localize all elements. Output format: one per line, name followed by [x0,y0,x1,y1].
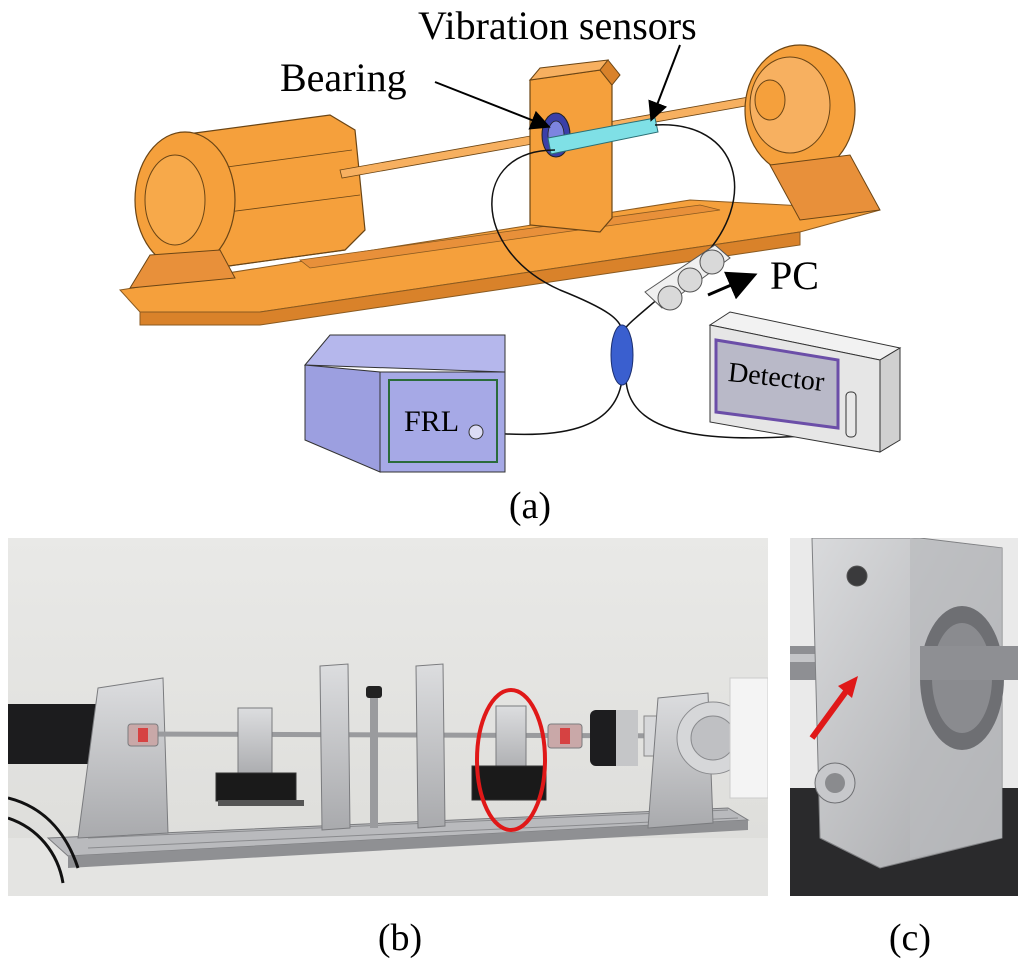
motor [129,114,366,289]
optical-fiber-return [623,124,736,331]
panel-a-caption: (a) [508,485,552,527]
pc-arrow [707,271,758,300]
machine-base-rail [119,199,881,326]
detector-box [708,311,902,453]
left-support [77,677,169,839]
vibration-sensor [547,117,659,155]
panel-b-caption: (b) [377,917,423,959]
vibration-sensors-arrow [648,44,681,122]
highlight-ellipse [475,688,547,832]
red-arrow [809,684,853,740]
roller-assembly [644,244,731,311]
frl-label: FRL [404,405,460,438]
panel-c-caption: (c) [888,917,932,959]
panel-c-photo [790,538,1018,896]
fiber-to-frl [479,379,623,436]
panel-b-photo [8,538,768,896]
bearing-label: Bearing [280,55,407,100]
frl-box [303,334,506,473]
bearing-arrow [434,81,551,130]
optical-fiber [491,149,623,331]
right-pedestal [744,44,881,221]
fiber-coupler [610,324,634,386]
detector-port-icon [845,391,857,438]
pc-label: PC [770,253,819,298]
frl-connector-icon [468,424,484,440]
vibration-sensors-label: Vibration sensors [418,3,697,48]
